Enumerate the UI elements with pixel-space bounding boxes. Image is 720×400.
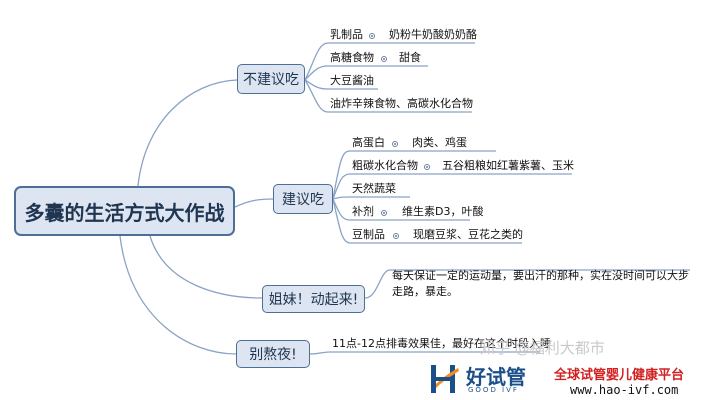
link-icon xyxy=(381,210,387,216)
logo-slogan: 全球试管婴儿健康平台 xyxy=(554,368,685,383)
branch-sleep[interactable]: 别熬夜! xyxy=(236,340,310,368)
link-icon xyxy=(381,56,387,62)
connector-protein xyxy=(332,150,496,200)
logo-name: 好试管 xyxy=(466,365,526,389)
item-sugar-detail[interactable]: 甜食 xyxy=(399,51,421,64)
connector-exercise-note xyxy=(364,269,690,299)
connector-root-exercise xyxy=(149,235,263,299)
branch-exercise-label: 姐妹！动起来! xyxy=(268,292,359,308)
item-carbs-detail[interactable]: 五谷粗粮如红薯紫薯、玉米 xyxy=(442,159,574,172)
item-carbs[interactable]: 粗碳水化合物 xyxy=(352,159,418,172)
connector-sugar xyxy=(304,65,428,81)
branch-exercise[interactable]: 姐妹！动起来! xyxy=(262,285,365,313)
root-node[interactable]: 多囊的生活方式大作战 xyxy=(14,186,235,236)
item-dairy-detail[interactable]: 奶粉牛奶酸奶奶酪 xyxy=(389,28,477,41)
item-supplement-detail[interactable]: 维生素D3，叶酸 xyxy=(402,205,484,218)
branch-sleep-label: 别熬夜! xyxy=(249,347,297,363)
item-soy-products[interactable]: 豆制品 xyxy=(352,228,385,241)
connector-carbs xyxy=(332,173,572,200)
branch-recommended-label: 建议吃 xyxy=(282,192,324,208)
item-protein[interactable]: 高蛋白 xyxy=(352,136,385,149)
logo-mark-icon xyxy=(431,365,459,393)
logo-url: www.hao-ivf.com xyxy=(570,383,679,397)
link-icon xyxy=(393,233,399,239)
connector-root-not-recommended xyxy=(137,79,238,187)
connector-veg xyxy=(332,196,410,200)
link-icon xyxy=(424,164,430,170)
branch-not-recommended-label: 不建议吃 xyxy=(243,72,299,88)
item-supplement[interactable]: 补剂 xyxy=(352,205,374,218)
exercise-note[interactable]: 每天保证一定的运动量，要出汗的那种，实在没时间可以大步走路，暴走。 xyxy=(392,269,689,298)
connector-fried xyxy=(304,79,472,113)
link-icon xyxy=(369,33,375,39)
connector-sleep-note xyxy=(309,351,540,355)
item-dairy[interactable]: 乳制品 xyxy=(330,28,363,41)
root-label: 多囊的生活方式大作战 xyxy=(24,200,225,225)
item-protein-detail[interactable]: 肉类、鸡蛋 xyxy=(412,136,467,149)
branch-not-recommended[interactable]: 不建议吃 xyxy=(237,64,305,94)
brand-logo: 好试管 GOOD IVF 全球试管婴儿健康平台 www.hao-ivf.com xyxy=(430,360,720,400)
logo-name-en: GOOD IVF xyxy=(468,386,519,394)
item-fried[interactable]: 油炸辛辣食物、高碳水化合物 xyxy=(330,97,473,110)
item-soy-products-detail[interactable]: 现磨豆浆、豆花之类的 xyxy=(413,228,523,241)
connector-dairy xyxy=(304,42,475,81)
watermark: 知乎 @福利大都市 xyxy=(480,339,605,357)
branch-recommended[interactable]: 建议吃 xyxy=(273,184,333,214)
sleep-note[interactable]: 11点-12点排毒效果佳，最好在这个时段入睡 xyxy=(332,337,551,350)
connector-root-recommended xyxy=(234,198,274,208)
connector-soy-sauce xyxy=(304,79,378,90)
connector-root-sleep xyxy=(119,235,237,355)
item-vegetables[interactable]: 天然蔬菜 xyxy=(352,182,396,195)
connector-soy xyxy=(332,198,522,244)
connector-supplement xyxy=(332,198,470,221)
item-sugar[interactable]: 高糖食物 xyxy=(330,51,374,64)
link-icon xyxy=(392,141,398,147)
item-soy-sauce[interactable]: 大豆酱油 xyxy=(330,74,374,87)
